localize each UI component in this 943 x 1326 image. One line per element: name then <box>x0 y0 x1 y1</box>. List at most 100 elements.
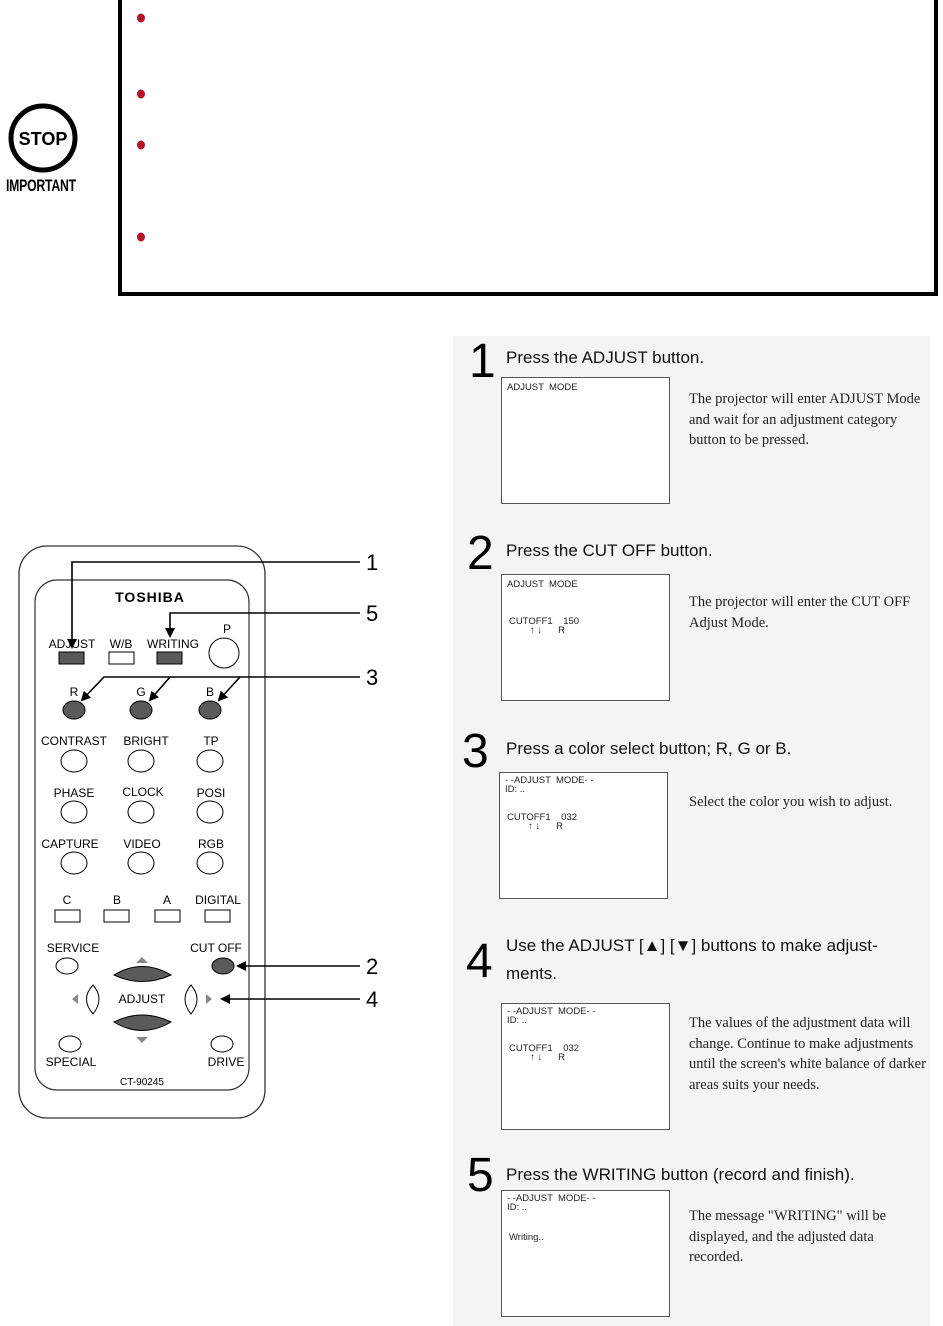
step-title: Press the ADJUST button. <box>506 348 705 367</box>
step-description: The message "WRITING" will be displayed,… <box>689 1208 887 1265</box>
label-drive: DRIVE <box>208 1055 245 1069</box>
capture-button[interactable] <box>60 851 88 875</box>
digital-button[interactable] <box>204 909 231 923</box>
label-writing: WRITING <box>147 637 199 651</box>
contrast-button[interactable] <box>60 749 88 773</box>
step-title: Press the WRITING button (record and fin… <box>506 1165 855 1184</box>
drive-button[interactable] <box>210 1035 234 1053</box>
important-notice-box <box>118 0 938 296</box>
clock-button[interactable] <box>127 800 155 824</box>
osd-line: ↑ ↓ R <box>509 1052 565 1063</box>
important-label: IMPORTANT <box>6 176 76 195</box>
bullet-icon <box>136 88 146 99</box>
label-capture: CAPTURE <box>41 837 98 851</box>
remote-brand: TOSHIBA <box>115 589 185 605</box>
left-arrow-icon <box>72 994 78 1004</box>
callout-line-1 <box>67 561 360 649</box>
step-title-continued: ments. <box>506 964 558 983</box>
special-button[interactable] <box>58 1035 82 1053</box>
osd-line: ID: .. <box>505 784 526 795</box>
service-button[interactable] <box>55 957 79 975</box>
cutoff-button[interactable] <box>211 957 235 975</box>
step-description: Select the color you wish to adjust. <box>689 794 893 810</box>
bullet-icon <box>136 231 146 242</box>
adjust-down-button[interactable] <box>112 1014 173 1031</box>
osd-line: CUTOFF1 150 <box>509 616 580 627</box>
adjust-button[interactable] <box>58 651 85 665</box>
label-r: R <box>70 685 79 699</box>
label-video: VIDEO <box>123 837 160 851</box>
label-service: SERVICE <box>47 941 99 955</box>
osd-line: ADJUST MODE <box>507 382 578 393</box>
osd-line: Writing.. <box>509 1232 544 1243</box>
right-arrow-icon <box>206 994 212 1004</box>
osd-line: - -ADJUST MODE- - <box>505 775 594 786</box>
writing-button[interactable] <box>156 651 183 665</box>
b-button[interactable] <box>198 700 222 720</box>
osd-line: CUTOFF1 032 <box>507 812 578 823</box>
osd-line: ADJUST MODE <box>507 579 578 590</box>
osd-line: ↑ ↓ R <box>509 625 565 636</box>
step-number: 4 <box>466 935 493 988</box>
wb-button[interactable] <box>108 651 135 665</box>
osd-line: ↑ ↓ R <box>507 821 563 832</box>
bullet-icon <box>136 139 146 150</box>
callout-line-3c <box>217 676 241 702</box>
g-button[interactable] <box>129 700 153 720</box>
callout-number-2: 2 <box>366 954 378 979</box>
label-clock: CLOCK <box>122 785 163 799</box>
label-digital: DIGITAL <box>195 893 241 907</box>
callout-line-3 <box>80 676 360 702</box>
step-description: The projector will enter ADJUST Mode and… <box>689 391 921 448</box>
rgb-button[interactable] <box>196 851 224 875</box>
label-b2: B <box>113 893 121 907</box>
callout-line-3b <box>148 676 171 702</box>
label-tp: TP <box>203 734 218 748</box>
osd-screen: - -ADJUST MODE- - ID: .. CUTOFF1 032 ↑ ↓… <box>499 772 668 899</box>
step-description: The projector will enter the CUT OFF Adj… <box>689 594 911 631</box>
step-title: Press a color select button; R, G or B. <box>506 739 792 758</box>
label-b: B <box>206 685 214 699</box>
label-special: SPECIAL <box>46 1055 97 1069</box>
label-rgb: RGB <box>198 837 224 851</box>
steps-panel: 1 Press the ADJUST button. ADJUST MODE T… <box>453 336 930 1326</box>
posi-button[interactable] <box>196 800 224 824</box>
adjust-left-button[interactable] <box>86 984 100 1015</box>
callout-number-4: 4 <box>366 987 378 1012</box>
tp-button[interactable] <box>196 749 224 773</box>
label-cutoff: CUT OFF <box>190 941 242 955</box>
bullet-icon <box>136 12 146 23</box>
down-arrow-icon <box>136 1037 148 1043</box>
remote-faceplate <box>34 579 250 1091</box>
callout-number-1: 1 <box>366 550 378 575</box>
label-bright: BRIGHT <box>123 734 169 748</box>
adjust-right-button[interactable] <box>184 984 198 1015</box>
up-arrow-icon <box>136 957 148 963</box>
callout-line-5 <box>165 612 360 638</box>
r-button[interactable] <box>62 700 86 720</box>
label-a: A <box>163 893 171 907</box>
label-wb: W/B <box>110 637 133 651</box>
p-button[interactable] <box>208 637 240 669</box>
label-phase: PHASE <box>54 786 95 800</box>
remote-control-diagram: TOSHIBA ADJUST W/B WRITING P R G B CONTR… <box>0 540 400 1120</box>
osd-line: ID: .. <box>507 1202 528 1213</box>
a-button[interactable] <box>154 909 181 923</box>
step-number: 2 <box>467 527 494 580</box>
step-number: 3 <box>462 725 489 778</box>
label-posi: POSI <box>197 786 226 800</box>
step-number: 1 <box>469 335 496 388</box>
c-button[interactable] <box>54 909 81 923</box>
bright-button[interactable] <box>127 749 155 773</box>
step-title: Use the ADJUST [▲] [▼] buttons to make a… <box>506 936 878 955</box>
step-title: Press the CUT OFF button. <box>506 541 713 560</box>
stop-sign-icon: STOP <box>8 103 78 173</box>
adjust-up-button[interactable] <box>112 966 173 982</box>
osd-line: - -ADJUST MODE- - <box>507 1193 596 1204</box>
b2-button[interactable] <box>103 909 130 923</box>
stop-label: STOP <box>19 129 68 149</box>
callout-number-3: 3 <box>366 665 378 690</box>
phase-button[interactable] <box>60 800 88 824</box>
video-button[interactable] <box>127 851 155 875</box>
label-c: C <box>63 893 72 907</box>
